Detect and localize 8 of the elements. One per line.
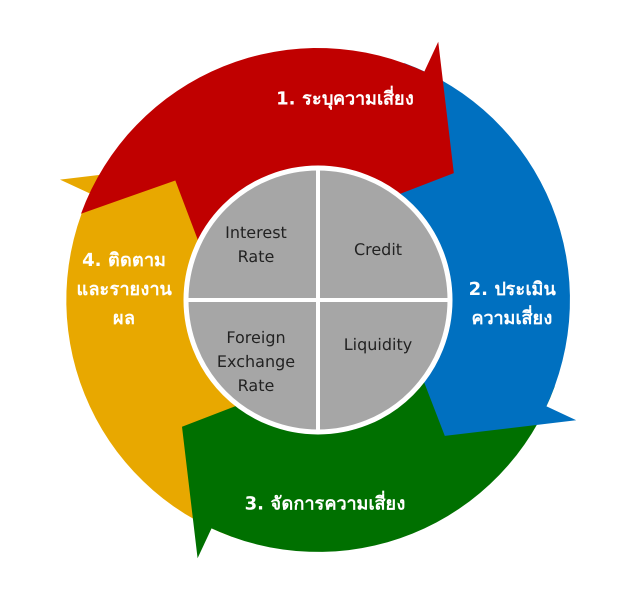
segment-label: 3. จัดการความเสี่ยง [204,490,445,520]
segment-label: 2. ประเมินความเสี่ยง [468,278,557,331]
segment-label: 4. ติดตามและรายงานผล [75,248,173,330]
quadrant-label: Liquidity [328,333,428,357]
quadrant-label: Credit [328,238,428,262]
quadrant-label: Foreign Exchange Rate [206,326,306,398]
segment-label: 1. ระบุความเสี่ยง [234,86,455,114]
quadrant-label: Interest Rate [206,221,306,269]
